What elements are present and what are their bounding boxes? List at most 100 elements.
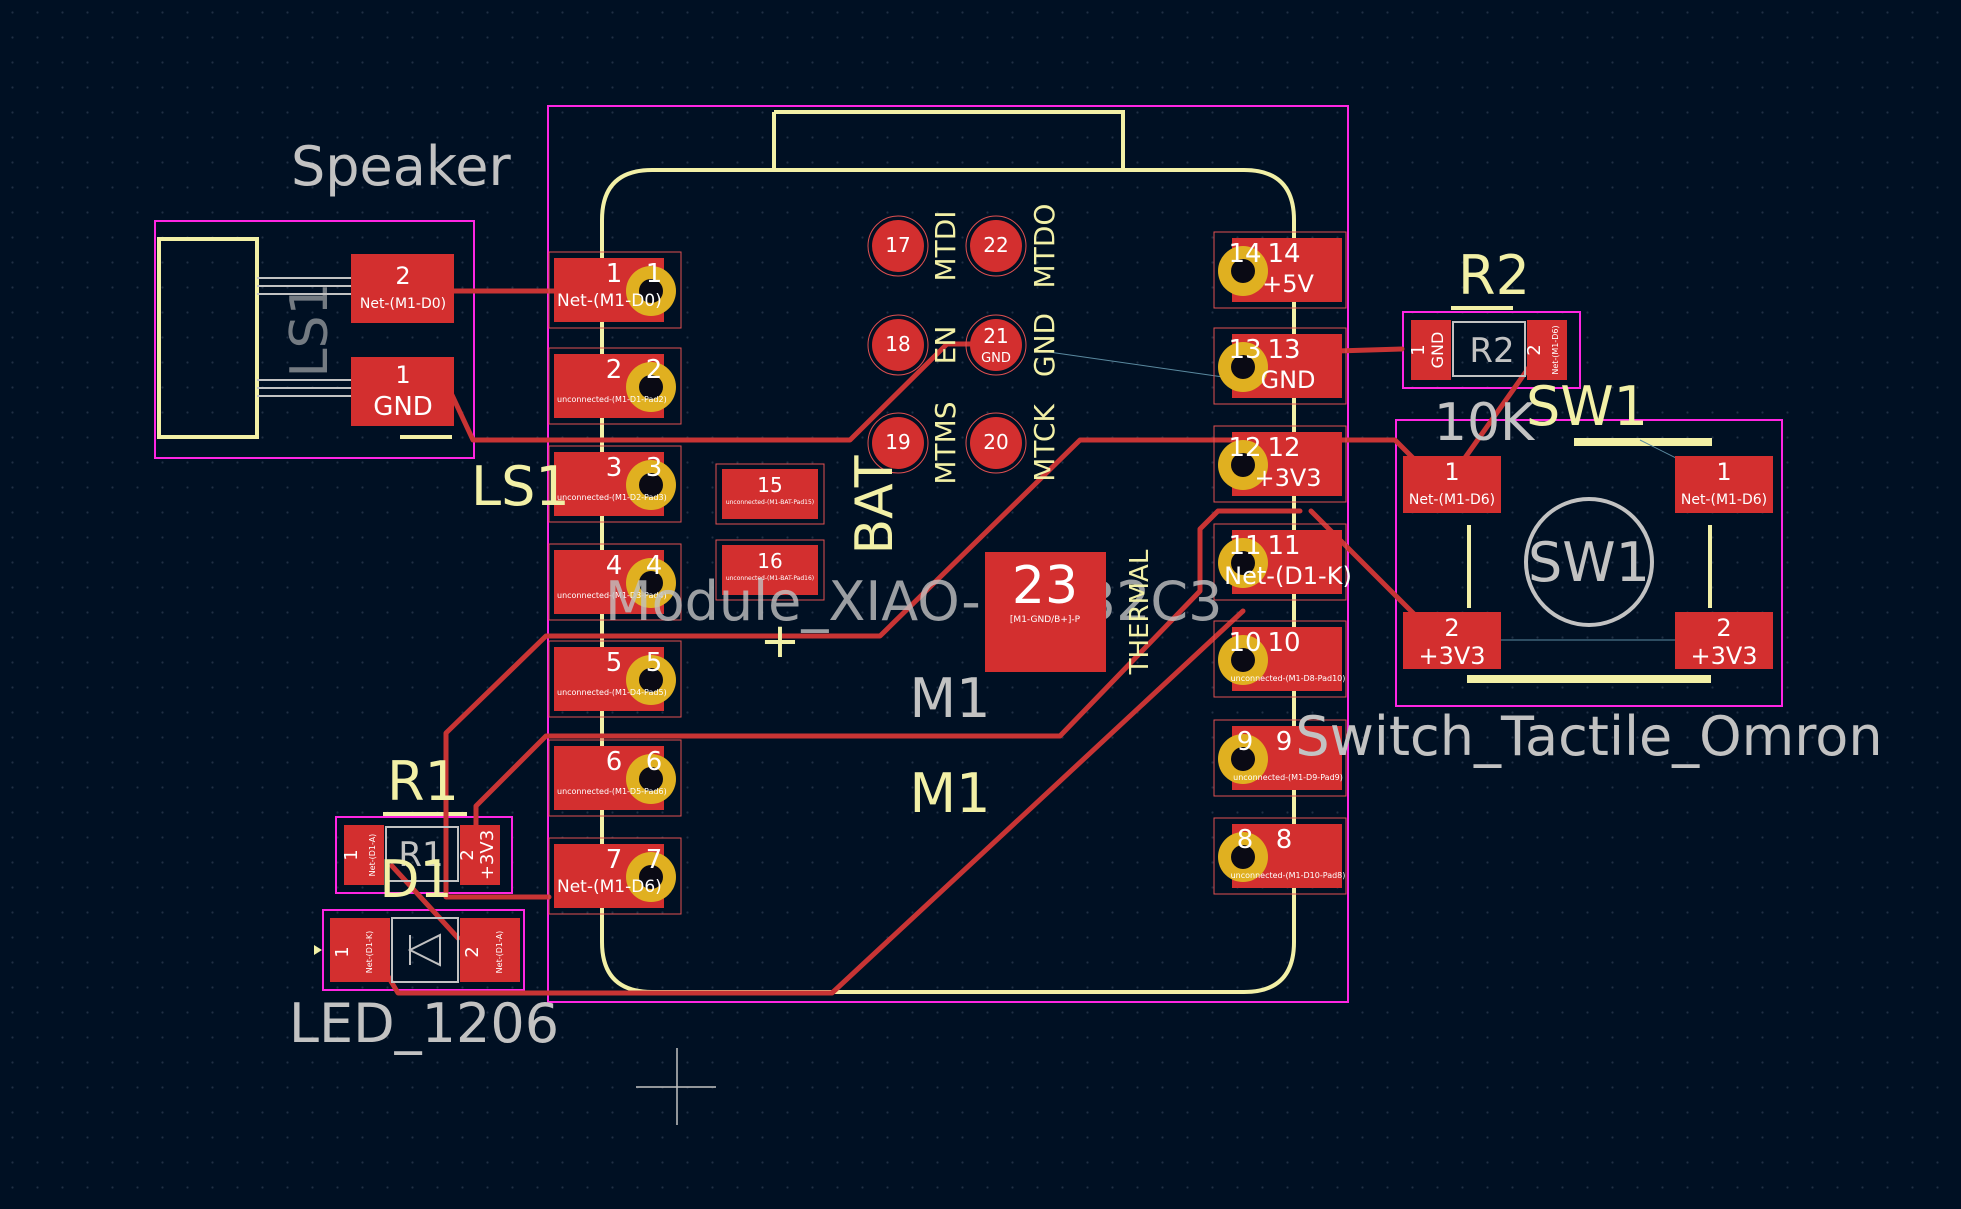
- r2-footprint[interactable]: R2 10K R2 1 GND 2 Net-(M1-D6): [1408, 244, 1567, 453]
- m1-right-pin-num: 12: [1228, 433, 1261, 463]
- sw1-ref-label: SW1: [1526, 375, 1648, 438]
- m1-silk-ref: M1: [910, 762, 991, 825]
- m1-courtyard: [547, 105, 1349, 1003]
- speaker-pad-1[interactable]: [351, 357, 454, 426]
- m1-jtag-label: MTMS: [929, 401, 962, 484]
- ratsnest-gnd: [1034, 349, 1231, 379]
- sw1-pad-2a[interactable]: [1403, 612, 1501, 669]
- sw1-pad-1a[interactable]: [1403, 456, 1501, 513]
- m1-right-pin-net: +5V: [1262, 270, 1314, 298]
- m1-left-pin-hole: [639, 767, 663, 791]
- m1-right-pad-clearance: [1213, 817, 1347, 895]
- sw1-value-label: Switch_Tactile_Omron: [1295, 705, 1882, 768]
- r1-footprint[interactable]: R1 R1 1 Net-(D1-A) 2 +3V3: [341, 750, 500, 885]
- track-d1a: [389, 863, 461, 941]
- m1-left-pad-clearance: [548, 640, 682, 718]
- m1-jtag-pad[interactable]: [872, 319, 924, 371]
- m1-jtag-pad[interactable]: [872, 220, 924, 272]
- sw1-footprint[interactable]: SW1 SW1 Switch_Tactile_Omron 1 Net-(M1-D…: [1295, 375, 1882, 768]
- m1-jtag-pad[interactable]: [872, 417, 924, 469]
- m1-jtag-pad[interactable]: [970, 220, 1022, 272]
- m1-right-pad-clearance: [1213, 231, 1347, 309]
- m1-jtag-pad-num: 18: [885, 332, 910, 356]
- m1-right-pin-net: unconnected-(M1-D8-Pad10): [1231, 674, 1346, 683]
- m1-left-pin-hole: [639, 668, 663, 692]
- d1-ref-label: D1: [379, 850, 452, 910]
- m1-thermal-pad[interactable]: [985, 552, 1106, 672]
- d1-courtyard: [322, 909, 525, 991]
- m1-right-pad-clearance: [1213, 620, 1347, 698]
- r2-pad2-num: 2: [1524, 344, 1545, 355]
- sw1-pad1a-net: Net-(M1-D6): [1409, 492, 1495, 508]
- m1-left-pin-hole: [639, 571, 663, 595]
- d1-body: [391, 917, 459, 983]
- speaker-pad1-net: GND: [373, 392, 433, 422]
- m1-bat-pad-clearance: [715, 539, 825, 601]
- m1-right-pin-num-silk: 9: [1276, 727, 1293, 757]
- m1-jtag-label: MTCK: [1028, 404, 1061, 482]
- m1-bat-pad[interactable]: [722, 469, 818, 519]
- m1-right-pin-num-silk: 12: [1267, 433, 1300, 463]
- m1-right-pin-num-silk: 10: [1267, 628, 1300, 658]
- m1-jtag-pad-net: GND: [981, 351, 1011, 366]
- r2-pad1-net: GND: [1428, 332, 1447, 369]
- m1-right-pin-hole: [1231, 453, 1255, 477]
- d1-pad-2[interactable]: [460, 918, 520, 982]
- speaker-pad1-num: 1: [395, 361, 410, 389]
- m1-left-pin-num: 3: [606, 453, 623, 483]
- m1-left-pin-num-fab: 3: [646, 453, 663, 483]
- d1-pad-1[interactable]: [330, 918, 390, 982]
- sw1-pad-2b[interactable]: [1675, 612, 1773, 669]
- speaker-fab-ref: LS1: [280, 282, 340, 377]
- r2-pad2-net: Net-(M1-D6): [1551, 325, 1560, 374]
- m1-jtag-pad-num: 22: [983, 233, 1008, 257]
- m1-left-pad-clearance: [548, 251, 682, 329]
- m1-left-pin-num: 1: [606, 259, 623, 289]
- track-d1k: [380, 608, 1246, 996]
- m1-left-pad-clearance: [548, 543, 682, 621]
- m1-right-pin-hole: [1231, 648, 1255, 672]
- d1-pad1-num: 1: [332, 946, 353, 957]
- crosshair-cursor-icon: [636, 1048, 716, 1125]
- r1-pad2-num: 2: [457, 849, 478, 860]
- r2-fab-ref: R2: [1469, 331, 1514, 371]
- m1-right-pad-clearance: [1213, 523, 1347, 601]
- m1-left-pin-net: Net-(M1-D0): [557, 291, 662, 311]
- m1-left-pin-num: 4: [606, 551, 623, 581]
- m1-jtag-pad[interactable]: [970, 319, 1022, 371]
- speaker-pad-2[interactable]: [351, 254, 454, 323]
- m1-left-pin-hole: [639, 375, 663, 399]
- sw1-pad-1b[interactable]: [1675, 456, 1773, 513]
- r1-ref-label: R1: [387, 750, 459, 813]
- d1-pad2-net: Net-(D1-A): [495, 931, 504, 974]
- track-3v3-r1: [473, 508, 1303, 841]
- r1-pad-2[interactable]: [460, 825, 500, 885]
- m1-right-pad-clearance: [1213, 425, 1347, 503]
- m1-right-pin-num: 11: [1228, 531, 1261, 561]
- d1-footprint[interactable]: D1 LED_1206 1 Net-(D1-K) 2 Net-(D1-A): [289, 850, 559, 1055]
- r2-pad-1[interactable]: [1411, 320, 1451, 380]
- m1-bat-pad-clearance: [715, 463, 825, 525]
- m1-bat-pad-num: 16: [757, 549, 782, 573]
- m1-left-pin-hole: [639, 865, 663, 889]
- speaker-footprint[interactable]: Speaker LS1 LS1 2 Net-(M1-D0) 1 GND: [280, 135, 570, 518]
- ls1-body-outline: [157, 237, 259, 439]
- r2-pad-2[interactable]: [1527, 320, 1567, 380]
- m1-left-pin-net: unconnected-(M1-D2-Pad3): [557, 493, 667, 502]
- m1-jtag-pad[interactable]: [970, 417, 1022, 469]
- m1-jtag-label: MTDO: [1028, 204, 1061, 289]
- speaker-ref-label: LS1: [471, 455, 570, 518]
- m1-left-pin-net: unconnected-(M1-D1-Pad2): [557, 395, 667, 404]
- m1-right-pin-net: GND: [1260, 366, 1315, 394]
- r1-pad-1[interactable]: [344, 825, 384, 885]
- m1-bat-pad[interactable]: [722, 545, 818, 595]
- m1-left-pin-num: 6: [606, 747, 623, 777]
- m1-left-pin-net: Net-(M1-D6): [557, 877, 662, 897]
- m1-jtag-pad-num: 17: [885, 233, 910, 257]
- m1-left-pin-hole: [639, 473, 663, 497]
- r1-courtyard: [335, 816, 513, 894]
- m1-bat-pad-net: unconnected-(M1-BAT-Pad15): [726, 499, 814, 506]
- m1-plus-label: +: [760, 613, 800, 669]
